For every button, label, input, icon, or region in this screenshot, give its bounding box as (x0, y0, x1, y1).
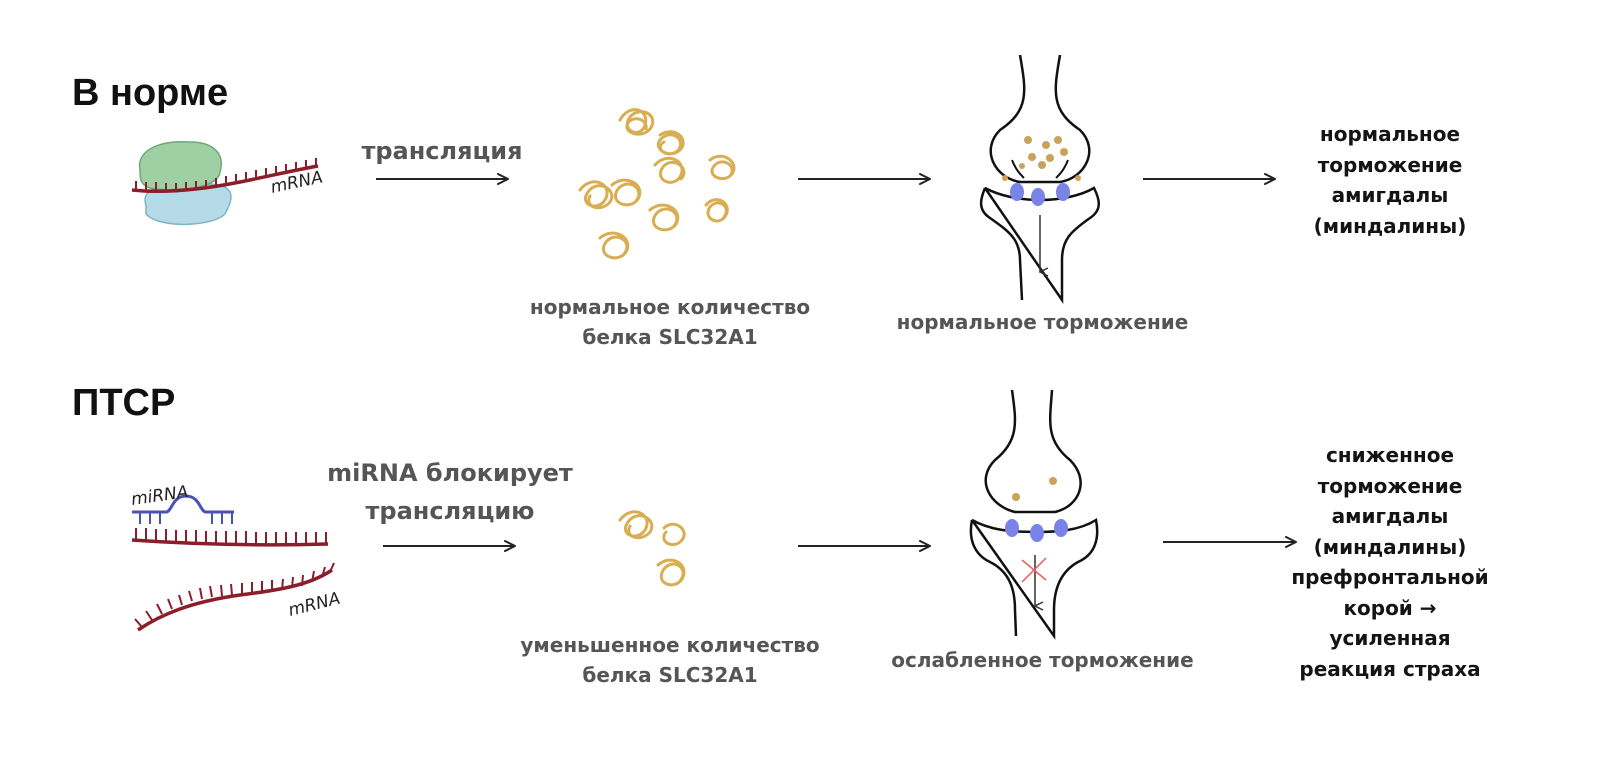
protein-amount-caption-normal: нормальное количество белка SLC32A1 (529, 295, 811, 349)
synapse-caption-ptsd: ослабленное торможение (891, 648, 1194, 672)
mirna-blocks-translation-label: miRNA блокирует трансляцию (327, 459, 573, 525)
synapse-normal (979, 54, 1100, 305)
normal-section-heading: В норме (72, 72, 229, 114)
ribosome-with-mrna: mRNA (131, 141, 325, 225)
protein-cluster-reduced (618, 510, 686, 587)
translation-label: трансляция (361, 137, 523, 165)
mirna-tag: miRNA (130, 482, 190, 510)
synapse-caption-normal: нормальное торможение (896, 310, 1189, 334)
protein-cluster-normal (578, 108, 736, 260)
ptsd-section-heading: ПТСР (72, 382, 176, 424)
synapse-weakened (969, 389, 1099, 640)
protein-amount-caption-ptsd: уменьшенное количество белка SLC32A1 (520, 633, 820, 687)
mrna-tag-ptsd: mRNA (286, 589, 342, 621)
outcome-ptsd: сниженное торможение амигдалы (миндалины… (1291, 443, 1489, 681)
outcome-normal: нормальное торможение амигдалы (миндалин… (1313, 122, 1467, 238)
mrna-tag: mRNA (269, 167, 325, 198)
